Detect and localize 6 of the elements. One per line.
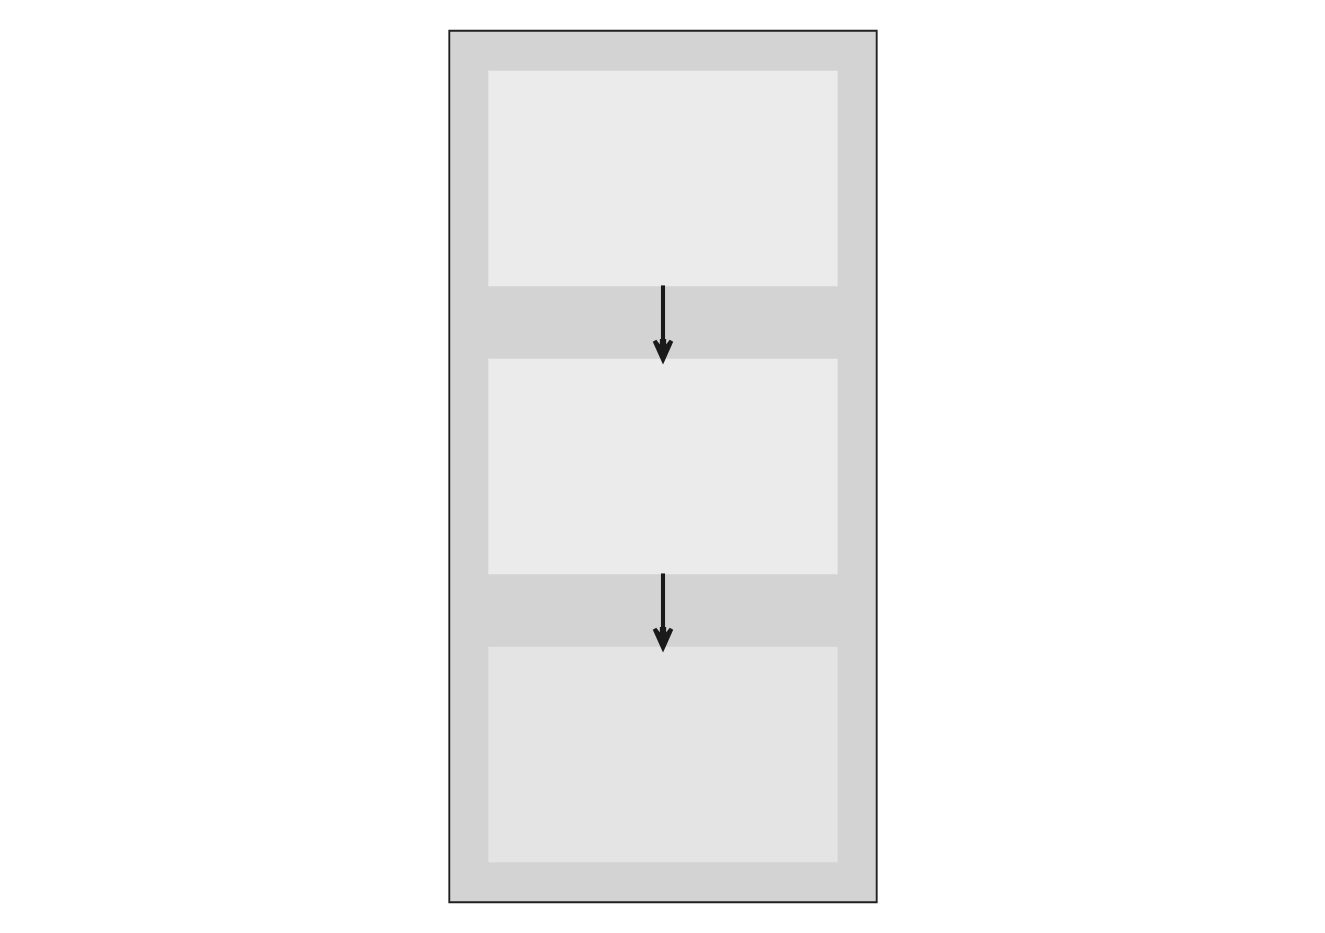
arrow [652,285,673,362]
node-box [487,70,838,287]
node-box [487,646,838,863]
cluster [447,29,878,904]
arrow [652,573,673,650]
node-box [487,358,838,575]
